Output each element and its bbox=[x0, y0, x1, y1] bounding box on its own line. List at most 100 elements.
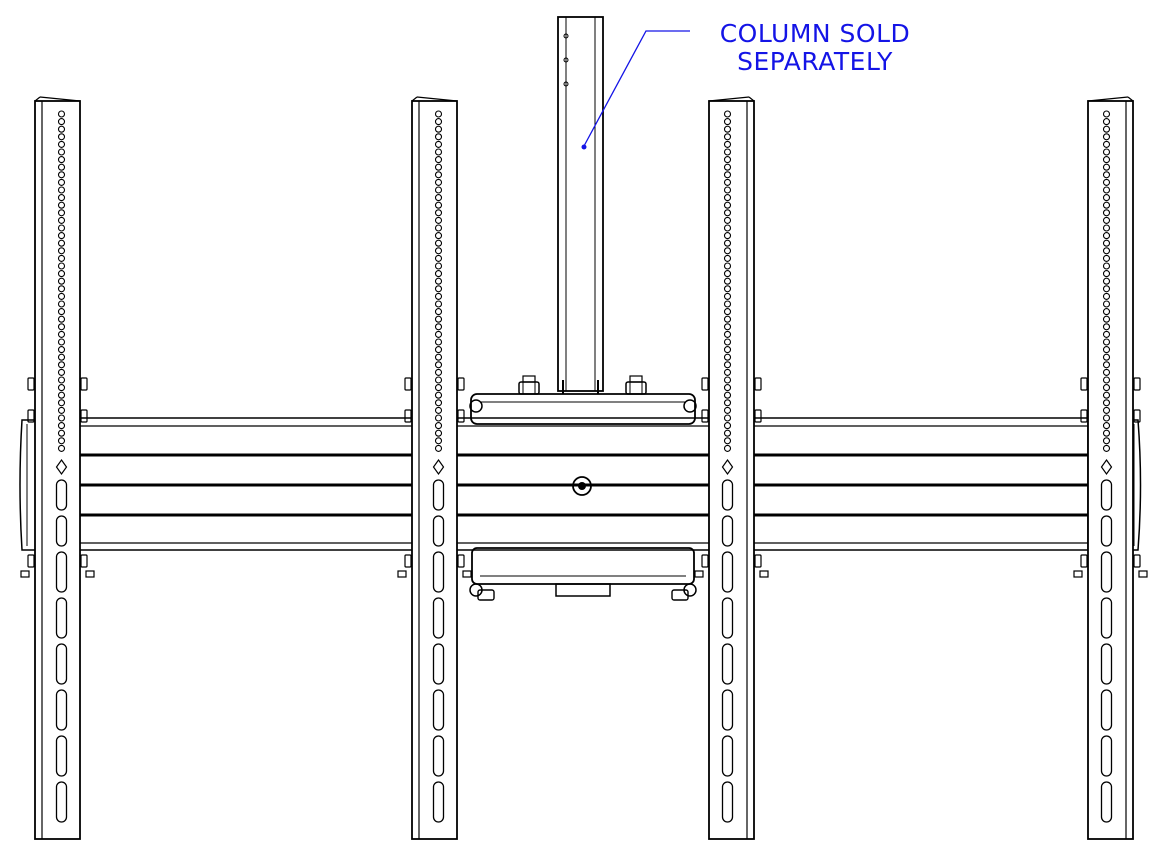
mount-hole bbox=[57, 148, 66, 156]
side-clip bbox=[80, 377, 88, 391]
alignment-diamond-icon bbox=[55, 458, 68, 476]
side-clip bbox=[404, 554, 412, 568]
mount-hole bbox=[1102, 315, 1111, 323]
mount-hole bbox=[57, 163, 66, 171]
mount-hole bbox=[434, 353, 443, 361]
mount-hole bbox=[434, 399, 443, 407]
mount-hole bbox=[723, 140, 732, 148]
mount-hole bbox=[1102, 338, 1111, 346]
mount-hole bbox=[57, 353, 66, 361]
column-hole bbox=[563, 81, 569, 87]
mount-hole bbox=[1102, 224, 1111, 232]
mount-hole bbox=[723, 270, 732, 278]
mount-hole bbox=[1102, 429, 1111, 437]
side-bolt-icon bbox=[1138, 570, 1148, 578]
mount-hole bbox=[723, 224, 732, 232]
callout-layer bbox=[581, 30, 690, 150]
mount-hole bbox=[434, 292, 443, 300]
mount-hole bbox=[1102, 171, 1111, 179]
mount-hole bbox=[434, 224, 443, 232]
bracket-top-housing bbox=[470, 393, 696, 425]
mount-hole bbox=[57, 437, 66, 445]
mount-hole bbox=[434, 414, 443, 422]
adjust-slot bbox=[721, 515, 734, 547]
mount-hole bbox=[57, 216, 66, 224]
mount-hole bbox=[57, 133, 66, 141]
adjust-slot bbox=[432, 735, 445, 777]
mount-hole bbox=[723, 186, 732, 194]
mount-hole bbox=[57, 315, 66, 323]
adjust-slot bbox=[1100, 643, 1113, 685]
mount-hole bbox=[434, 209, 443, 217]
side-clip bbox=[27, 377, 35, 391]
mount-hole bbox=[57, 414, 66, 422]
mount-hole bbox=[434, 323, 443, 331]
adjust-slot bbox=[432, 597, 445, 639]
upright-outline bbox=[1087, 100, 1134, 840]
bracket-bottom-housing bbox=[471, 547, 695, 585]
mount-hole bbox=[434, 285, 443, 293]
side-clip bbox=[701, 554, 709, 568]
mount-hole bbox=[1102, 300, 1111, 308]
mount-hole bbox=[57, 140, 66, 148]
mount-hole bbox=[723, 118, 732, 126]
adjust-slot bbox=[721, 735, 734, 777]
mount-hole bbox=[723, 384, 732, 392]
rail-adjust-knob-center bbox=[578, 482, 586, 490]
mount-hole bbox=[1102, 376, 1111, 384]
mount-hole bbox=[723, 133, 732, 141]
column-hole bbox=[563, 33, 569, 39]
mount-hole bbox=[434, 270, 443, 278]
mount-hole bbox=[57, 209, 66, 217]
mount-hole bbox=[57, 391, 66, 399]
side-clip bbox=[701, 377, 709, 391]
alignment-diamond-icon bbox=[721, 458, 734, 476]
mount-hole bbox=[434, 277, 443, 285]
mount-hole bbox=[57, 368, 66, 376]
mount-hole bbox=[434, 422, 443, 430]
side-clip bbox=[754, 377, 762, 391]
side-clip bbox=[1080, 554, 1088, 568]
side-bolt-icon bbox=[462, 570, 472, 578]
mount-hole bbox=[57, 277, 66, 285]
rail-end-cap-left bbox=[19, 419, 36, 551]
mount-hole bbox=[434, 391, 443, 399]
mount-hole bbox=[723, 194, 732, 202]
adjust-slot bbox=[55, 597, 68, 639]
adjust-slot bbox=[721, 597, 734, 639]
vertical-uprights-layer bbox=[20, 96, 1148, 840]
side-clip bbox=[1080, 409, 1088, 423]
mount-hole bbox=[723, 406, 732, 414]
callout-line-2: SEPARATELY bbox=[737, 47, 893, 76]
side-clip bbox=[457, 377, 465, 391]
mount-hole bbox=[434, 216, 443, 224]
mount-hole bbox=[57, 171, 66, 179]
mount-hole bbox=[1102, 270, 1111, 278]
mount-hole bbox=[723, 338, 732, 346]
side-clip bbox=[1133, 554, 1141, 568]
mount-hole bbox=[1102, 277, 1111, 285]
mount-hole bbox=[434, 140, 443, 148]
side-bolt-icon bbox=[85, 570, 95, 578]
mount-hole bbox=[57, 399, 66, 407]
mount-hole bbox=[57, 239, 66, 247]
mount-hole bbox=[57, 330, 66, 338]
mount-hole bbox=[434, 232, 443, 240]
mount-hole bbox=[723, 201, 732, 209]
mount-hole bbox=[1102, 368, 1111, 376]
mount-hole bbox=[1102, 292, 1111, 300]
mount-hole bbox=[434, 171, 443, 179]
mount-hole bbox=[57, 125, 66, 133]
mount-hole bbox=[1102, 399, 1111, 407]
adjust-slot bbox=[55, 689, 68, 731]
mount-hole bbox=[57, 338, 66, 346]
mount-hole bbox=[1102, 384, 1111, 392]
mount-hole bbox=[1102, 353, 1111, 361]
mount-hole bbox=[723, 429, 732, 437]
mount-hole bbox=[57, 376, 66, 384]
mount-hole bbox=[1102, 178, 1111, 186]
side-clip bbox=[701, 409, 709, 423]
mount-hole bbox=[1102, 156, 1111, 164]
mount-hole bbox=[434, 262, 443, 270]
mount-hole bbox=[434, 308, 443, 316]
